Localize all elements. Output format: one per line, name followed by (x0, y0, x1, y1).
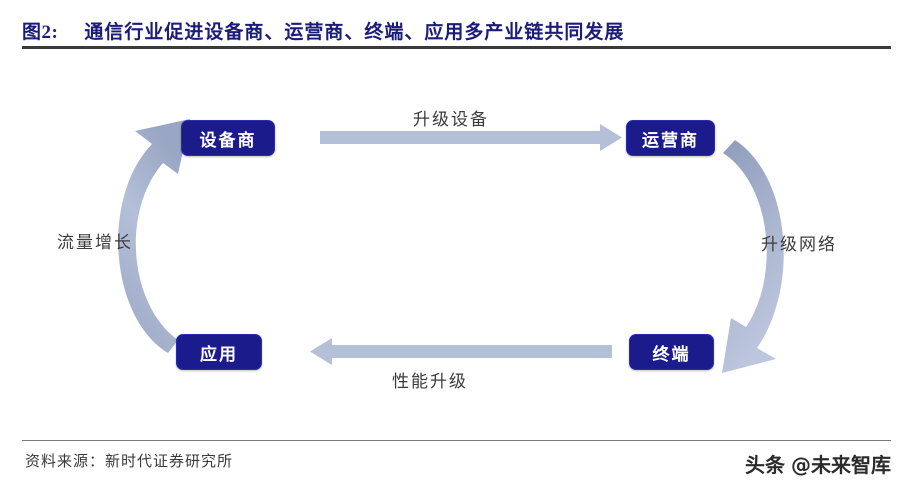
watermark-brand-label: 头条 (745, 453, 785, 477)
diagram-arrows-canvas (118, 119, 784, 373)
arrow-app-to-vendor (118, 119, 190, 353)
source-note: 资料来源：新时代证券研究所 (25, 454, 234, 470)
edge-label-performance-upgrade: 性能升级 (392, 372, 468, 391)
footer-divider (22, 440, 891, 441)
figure-title: 通信行业促进设备商、运营商、终端、应用多产业链共同发展 (84, 21, 625, 43)
watermark-handle-label: @未来智库 (791, 453, 891, 477)
node-operator[interactable]: 运营商 (626, 120, 715, 156)
watermark: 头条 @未来智库 (745, 449, 891, 478)
node-terminal[interactable]: 终端 (629, 334, 714, 370)
edge-label-upgrade-equipment: 升级设备 (413, 110, 489, 129)
node-vendor[interactable]: 设备商 (181, 120, 275, 156)
cycle-diagram: 设备商 运营商 终端 应用 升级设备 升级网络 性能升级 流量增长 (0, 56, 913, 428)
figure-number-label: 图2: (22, 21, 59, 43)
node-app[interactable]: 应用 (176, 334, 262, 370)
arrow-terminal-to-app (310, 338, 612, 365)
edge-label-upgrade-network: 升级网络 (761, 235, 837, 254)
figure-header: 图2: 通信行业促进设备商、运营商、终端、应用多产业链共同发展 (22, 14, 891, 46)
edge-label-traffic-growth: 流量增长 (57, 233, 133, 252)
arrow-operator-to-terminal (722, 140, 784, 373)
header-divider (22, 46, 891, 49)
arrow-vendor-to-operator (320, 124, 622, 151)
